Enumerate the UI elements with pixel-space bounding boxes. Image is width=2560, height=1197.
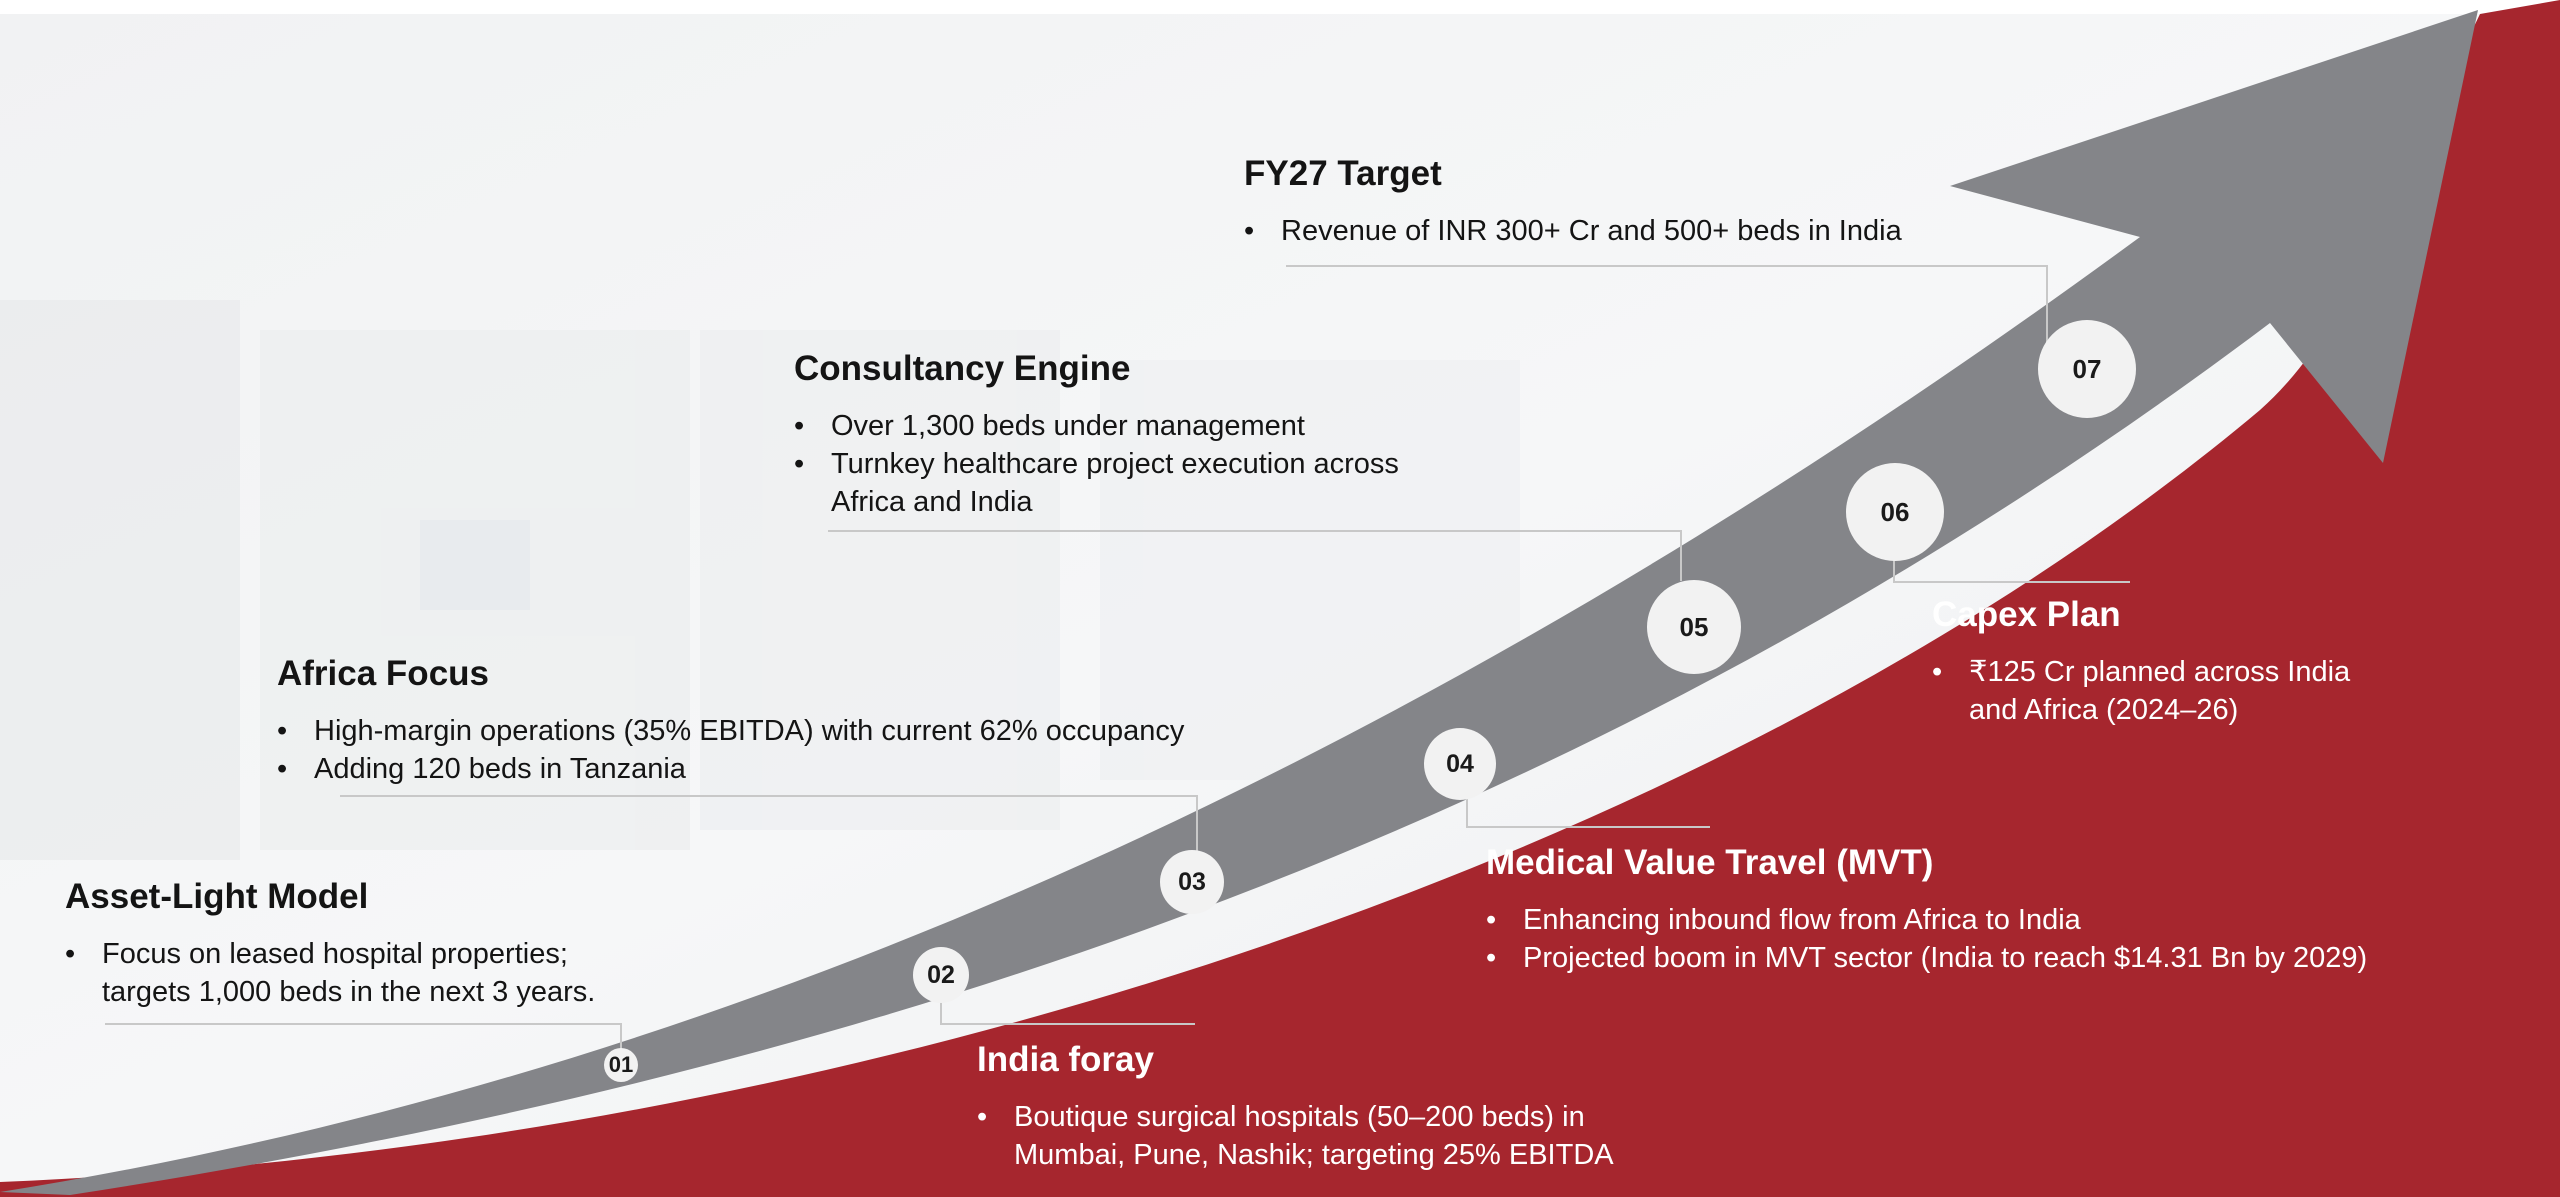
step-02-title: India foray bbox=[977, 1040, 1154, 1079]
step-01-bullet: Focus on leased hospital properties; tar… bbox=[65, 935, 825, 1011]
step-03-bullet: High-margin operations (35% EBITDA) with… bbox=[277, 712, 1437, 750]
step-07-title: FY27 Target bbox=[1244, 154, 1442, 193]
step-02-block: India foray Boutique surgical hospitals … bbox=[977, 1038, 1797, 1174]
step-07-bullets: Revenue of INR 300+ Cr and 500+ beds in … bbox=[1244, 212, 2144, 250]
step-05-bullet: Turnkey healthcare project execution acr… bbox=[794, 445, 1574, 521]
step-02-bullet: Boutique surgical hospitals (50–200 beds… bbox=[977, 1098, 1797, 1174]
step-04-block: Medical Value Travel (MVT) Enhancing inb… bbox=[1486, 841, 2556, 977]
step-03-title: Africa Focus bbox=[277, 654, 489, 693]
step-03-bullets: High-margin operations (35% EBITDA) with… bbox=[277, 712, 1437, 788]
step-05-block: Consultancy Engine Over 1,300 beds under… bbox=[794, 347, 1574, 521]
step-01-title: Asset-Light Model bbox=[65, 877, 369, 916]
step-07-bullet: Revenue of INR 300+ Cr and 500+ beds in … bbox=[1244, 212, 2144, 250]
step-badge-01: 01 bbox=[604, 1048, 638, 1082]
step-03-bullet: Adding 120 beds in Tanzania bbox=[277, 750, 1437, 788]
step-badge-06: 06 bbox=[1846, 463, 1944, 561]
step-06-bullet: ₹125 Cr planned across India and Africa … bbox=[1932, 653, 2492, 729]
step-05-title: Consultancy Engine bbox=[794, 349, 1131, 388]
step-04-bullet: Projected boom in MVT sector (India to r… bbox=[1486, 939, 2556, 977]
step-badge-02: 02 bbox=[913, 947, 969, 1003]
step-01-bullets: Focus on leased hospital properties; tar… bbox=[65, 935, 825, 1011]
step-06-block: Capex Plan ₹125 Cr planned across India … bbox=[1932, 593, 2492, 729]
step-badge-07: 07 bbox=[2038, 320, 2136, 418]
step-04-bullets: Enhancing inbound flow from Africa to In… bbox=[1486, 901, 2556, 977]
step-04-title: Medical Value Travel (MVT) bbox=[1486, 843, 1934, 882]
step-04-bullet: Enhancing inbound flow from Africa to In… bbox=[1486, 901, 2556, 939]
step-badge-03: 03 bbox=[1160, 850, 1224, 914]
step-05-bullets: Over 1,300 beds under management Turnkey… bbox=[794, 407, 1574, 521]
step-02-bullets: Boutique surgical hospitals (50–200 beds… bbox=[977, 1098, 1797, 1174]
step-06-title: Capex Plan bbox=[1932, 595, 2121, 634]
step-05-bullet: Over 1,300 beds under management bbox=[794, 407, 1574, 445]
step-01-block: Asset-Light Model Focus on leased hospit… bbox=[65, 875, 825, 1011]
step-07-block: FY27 Target Revenue of INR 300+ Cr and 5… bbox=[1244, 152, 2144, 250]
step-badge-05: 05 bbox=[1647, 580, 1741, 674]
growth-arrow bbox=[0, 10, 2478, 1195]
step-03-block: Africa Focus High-margin operations (35%… bbox=[277, 652, 1437, 788]
step-06-bullets: ₹125 Cr planned across India and Africa … bbox=[1932, 653, 2492, 729]
